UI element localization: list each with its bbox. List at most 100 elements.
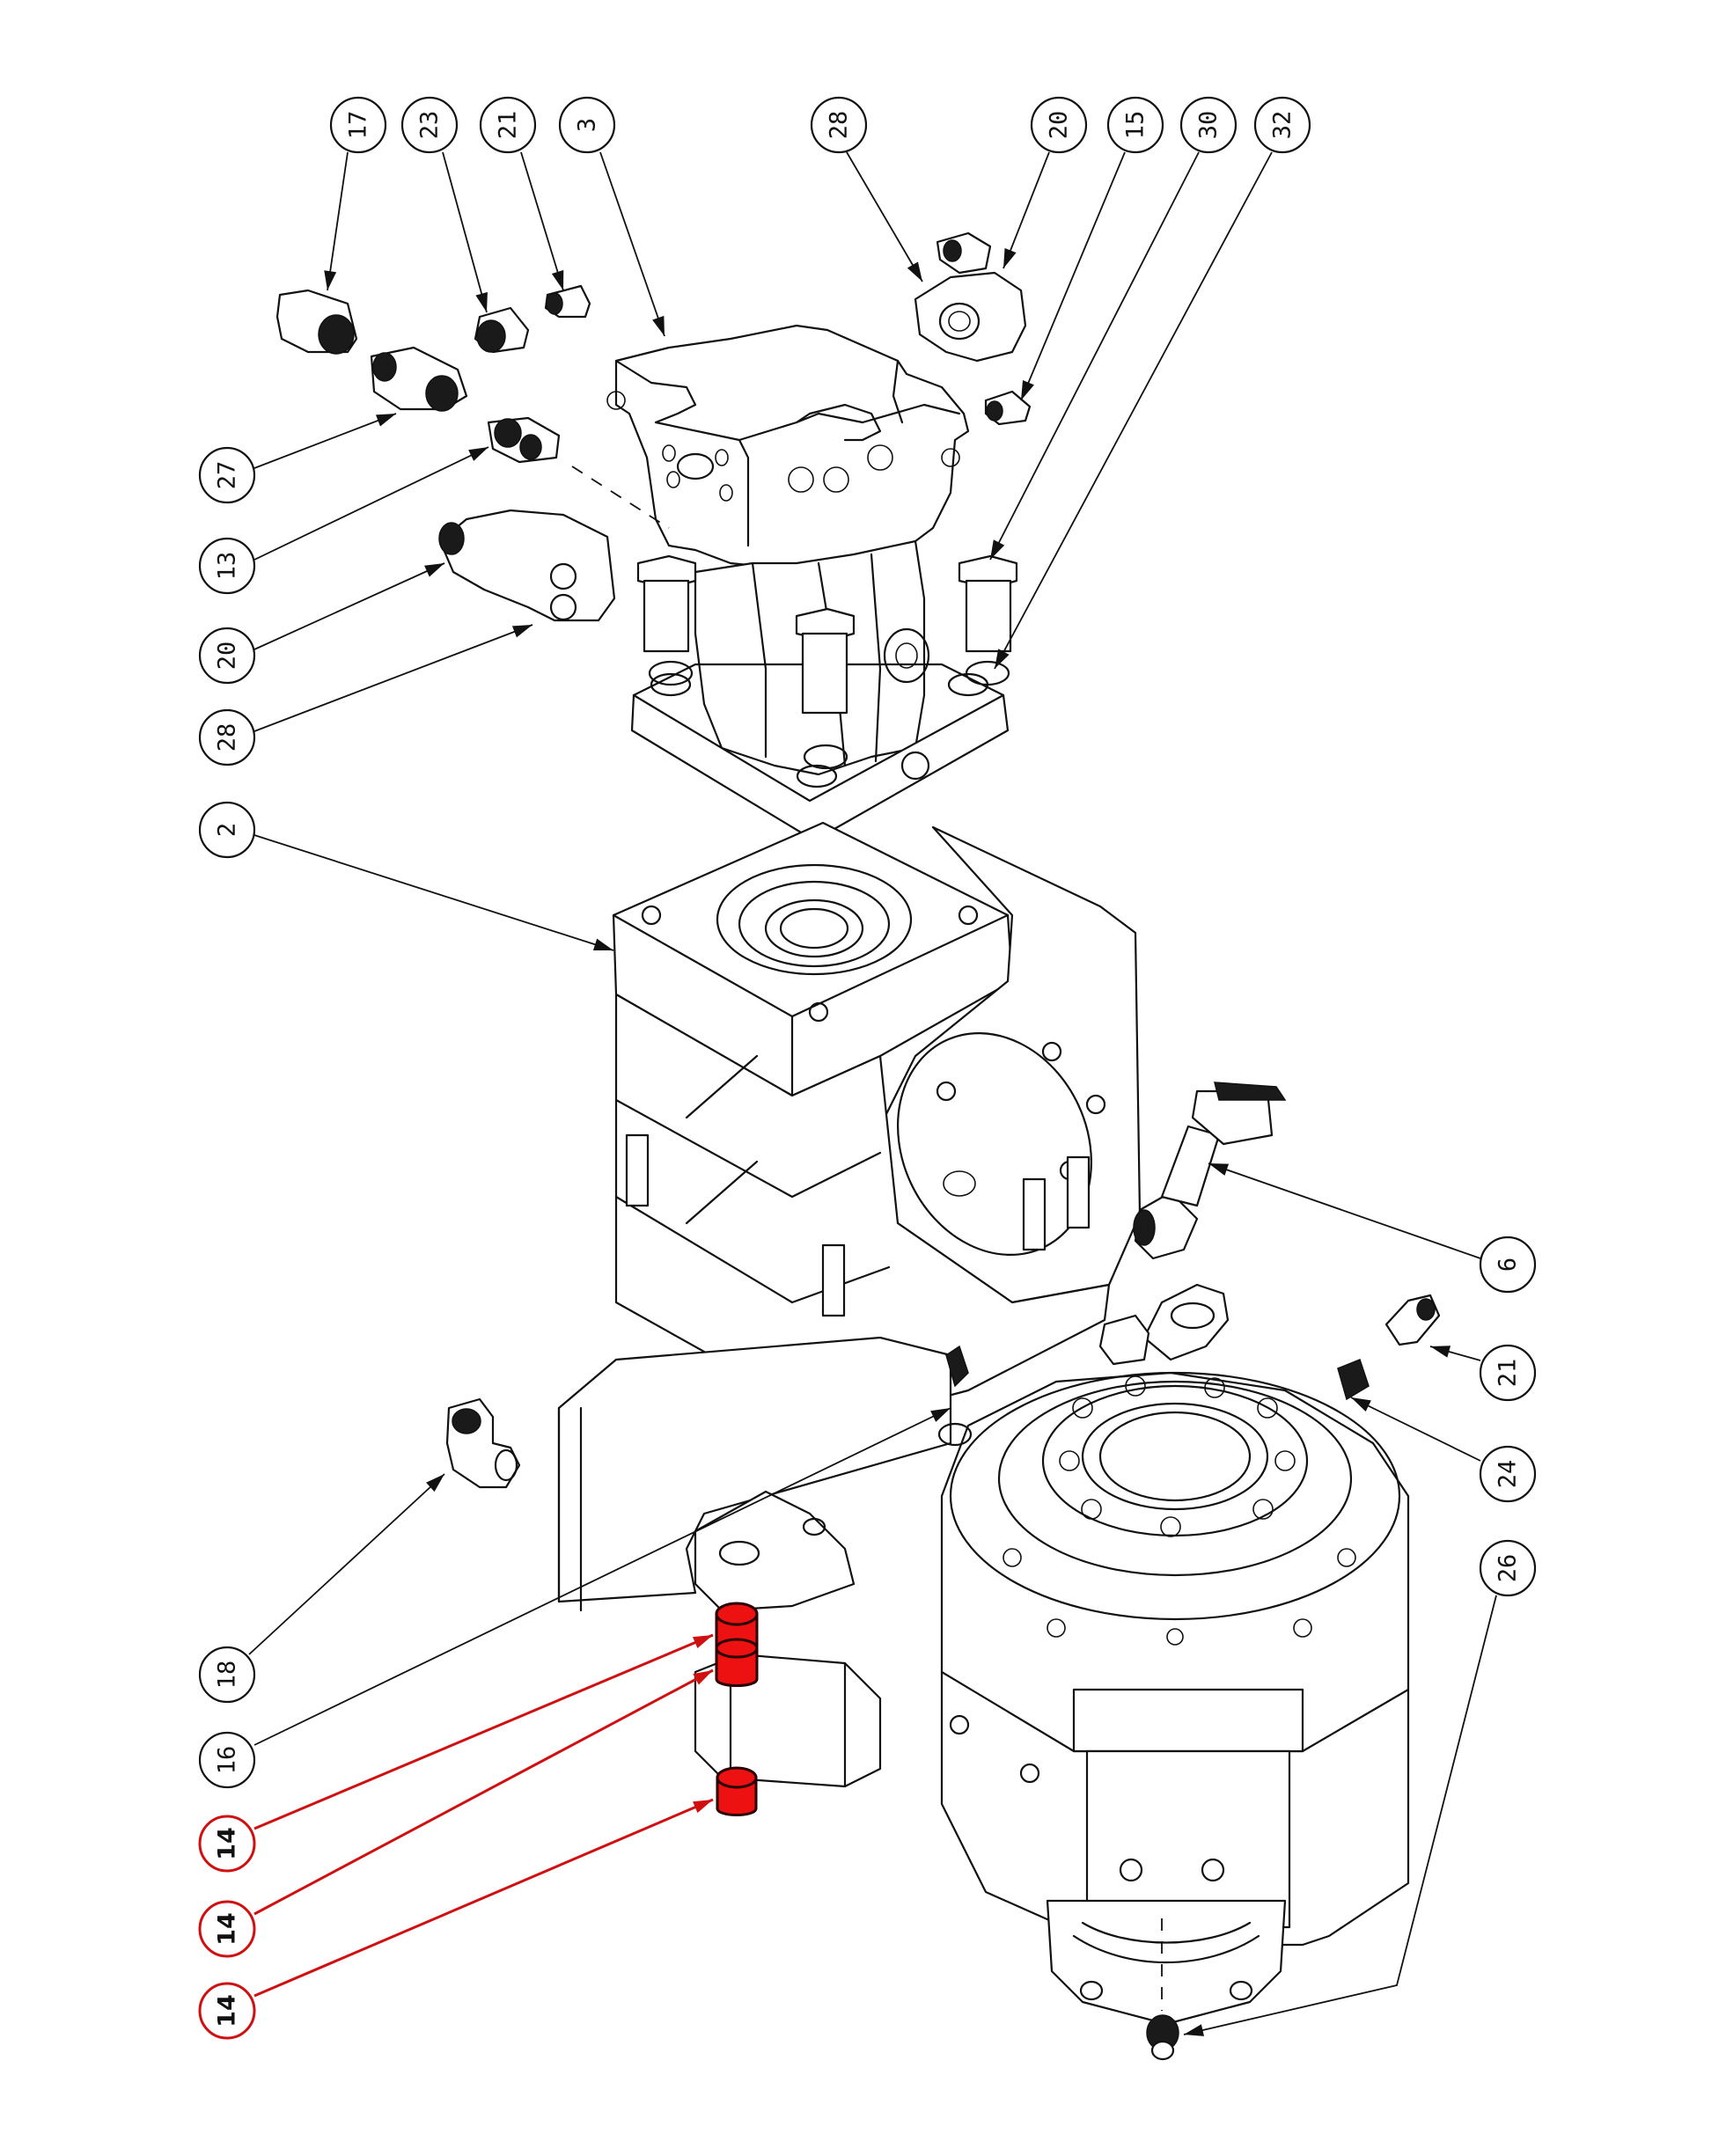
balloon-circle: [479, 96, 537, 154]
callout-balloon-2[interactable]: 2: [198, 801, 256, 859]
leader-line-28: [253, 624, 533, 732]
balloon-circle: [198, 1646, 256, 1704]
balloon-label: 16: [214, 1746, 241, 1775]
balloon-label: 18: [214, 1661, 241, 1690]
grease-fitting-16: [937, 1345, 973, 1447]
callout-balloon-14[interactable]: 14: [198, 1982, 256, 2040]
callout-leaders: [248, 151, 1497, 2036]
callout-balloon-13[interactable]: 13: [198, 537, 256, 595]
leader-line-20: [1003, 151, 1050, 269]
balloon-label: 26: [1495, 1554, 1522, 1583]
balloon-label: 14: [214, 1912, 241, 1946]
arrowhead-icon: [990, 539, 1005, 560]
balloon-circle: [198, 627, 256, 685]
balloon-label: 21: [495, 111, 522, 140]
callout-balloon-20[interactable]: 20: [198, 627, 256, 685]
arrowhead-icon: [693, 1670, 713, 1685]
balloon-circle: [198, 1982, 256, 2040]
callout-balloon-18[interactable]: 18: [198, 1646, 256, 1704]
callout-balloon-23[interactable]: 23: [400, 96, 459, 154]
callout-balloon-14[interactable]: 14: [198, 1900, 256, 1958]
hex-bolts: [636, 554, 1018, 770]
balloon-label: 20: [1046, 111, 1073, 140]
balloon-circle: [1479, 1344, 1537, 1402]
leader-line-27: [253, 413, 397, 469]
callout-balloon-24[interactable]: 24: [1479, 1445, 1537, 1503]
lifting-eye: [1098, 1283, 1230, 1366]
arrowhead-icon: [1430, 1346, 1451, 1358]
arrowhead-icon: [511, 625, 532, 638]
callout-balloon-32[interactable]: 32: [1253, 96, 1311, 154]
arrowhead-icon: [930, 1408, 951, 1422]
balloon-circle: [198, 801, 256, 859]
balloon-label: 2: [214, 823, 241, 837]
leader-line-13: [253, 446, 489, 561]
brake-housing-part: [612, 821, 1142, 1427]
balloon-label: 14: [214, 1827, 241, 1860]
leader-line-18: [248, 1473, 445, 1655]
arrowhead-icon: [995, 649, 1010, 669]
arrowhead-icon: [475, 291, 488, 312]
arrowhead-icon: [426, 1474, 444, 1492]
gearbox-lower-housing: [557, 1336, 1410, 2026]
balloon-label: 13: [214, 552, 241, 581]
leader-line-30: [989, 151, 1200, 561]
balloon-circle: [1479, 1236, 1537, 1294]
callout-balloon-28[interactable]: 28: [198, 708, 256, 766]
callout-balloon-26[interactable]: 26: [1479, 1539, 1537, 1597]
arrowhead-icon: [592, 938, 613, 950]
leader-line-17: [327, 151, 349, 291]
callout-balloon-28[interactable]: 28: [810, 96, 868, 154]
callout-balloon-6[interactable]: 6: [1479, 1236, 1537, 1294]
balloon-circle: [198, 1815, 256, 1873]
arrowhead-icon: [652, 315, 665, 336]
drain-plug-26: [1146, 2014, 1179, 2061]
leader-line-6: [1208, 1162, 1481, 1259]
balloon-circle: [198, 708, 256, 766]
leader-line-14: [253, 1798, 714, 1998]
flange-elbow-left: [438, 509, 616, 622]
leader-line-14: [253, 1668, 714, 1916]
balloon-circle: [198, 1900, 256, 1958]
balloon-circle: [1253, 96, 1311, 154]
arrowhead-icon: [468, 447, 488, 461]
flange-fittings-top-right: [914, 231, 1032, 426]
leader-line-23: [442, 151, 488, 313]
arrowhead-icon: [907, 261, 922, 282]
balloon-label: 28: [214, 723, 241, 752]
balloon-circle: [198, 446, 256, 504]
leader-line-3: [599, 151, 665, 337]
arrowhead-icon: [1351, 1397, 1371, 1412]
callout-balloon-20[interactable]: 20: [1030, 96, 1088, 154]
leader-line-28: [846, 151, 923, 282]
callout-balloon-27[interactable]: 27: [198, 446, 256, 504]
balloon-circle: [329, 96, 387, 154]
balloon-circle: [1106, 96, 1164, 154]
leader-line-20: [253, 562, 445, 650]
callout-balloon-3[interactable]: 3: [558, 96, 616, 154]
balloon-label: 14: [214, 1994, 241, 2028]
callout-balloon-21[interactable]: 21: [479, 96, 537, 154]
balloon-circle: [1179, 96, 1238, 154]
hydraulic-fittings-top-left: [275, 284, 670, 529]
breather-assembly: [1133, 1082, 1287, 1260]
balloon-label: 30: [1195, 111, 1223, 140]
leader-line-26: [1183, 1595, 1497, 2035]
balloon-label: 3: [574, 118, 601, 132]
bushings-part-14-highlighted: [715, 1602, 759, 1816]
callout-balloon-30[interactable]: 30: [1179, 96, 1238, 154]
elbow-fitting-18: [445, 1397, 521, 1489]
leader-line-21: [520, 151, 564, 291]
leader-line-16: [253, 1407, 951, 1746]
callout-balloon-21[interactable]: 21: [1479, 1344, 1537, 1402]
callout-balloon-14[interactable]: 14: [198, 1815, 256, 1873]
callout-balloon-17[interactable]: 17: [329, 96, 387, 154]
callout-balloon-15[interactable]: 15: [1106, 96, 1164, 154]
leader-line-15: [1020, 151, 1126, 401]
balloon-label: 21: [1495, 1359, 1522, 1388]
callout-balloon-16[interactable]: 16: [198, 1731, 256, 1789]
arrowhead-icon: [1003, 247, 1017, 268]
leader-line-2: [253, 834, 614, 951]
